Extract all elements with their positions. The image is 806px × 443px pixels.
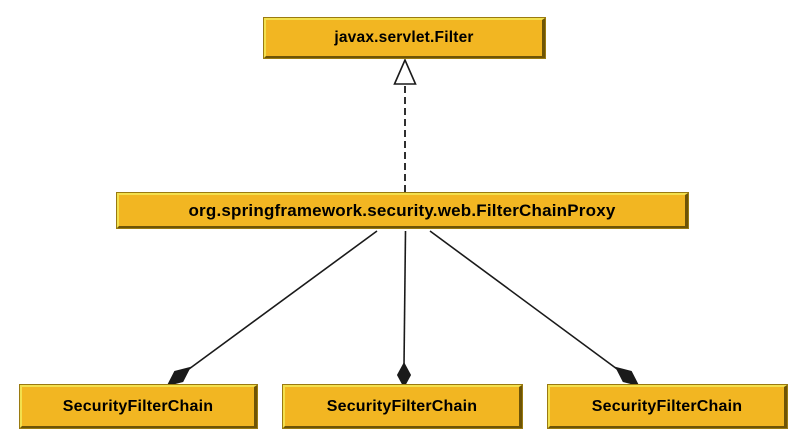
node-filter-chain-proxy: org.springframework.security.web.FilterC… <box>117 193 688 228</box>
edge-composition-left-line <box>188 230 378 370</box>
node-security-filter-chain-1: SecurityFilterChain <box>20 385 257 428</box>
edge-composition-right-diamond <box>615 366 640 387</box>
edge-composition-center-diamond <box>396 361 412 389</box>
edge-realization-triangle <box>393 58 417 85</box>
node-javax-servlet-filter: javax.servlet.Filter <box>264 18 545 58</box>
edge-composition-left-diamond <box>166 366 191 387</box>
node-security-filter-chain-3: SecurityFilterChain <box>548 385 787 428</box>
node-security-filter-chain-2: SecurityFilterChain <box>283 385 522 428</box>
edge-composition-center-line <box>403 230 407 367</box>
edge-composition-right-line <box>429 230 618 370</box>
